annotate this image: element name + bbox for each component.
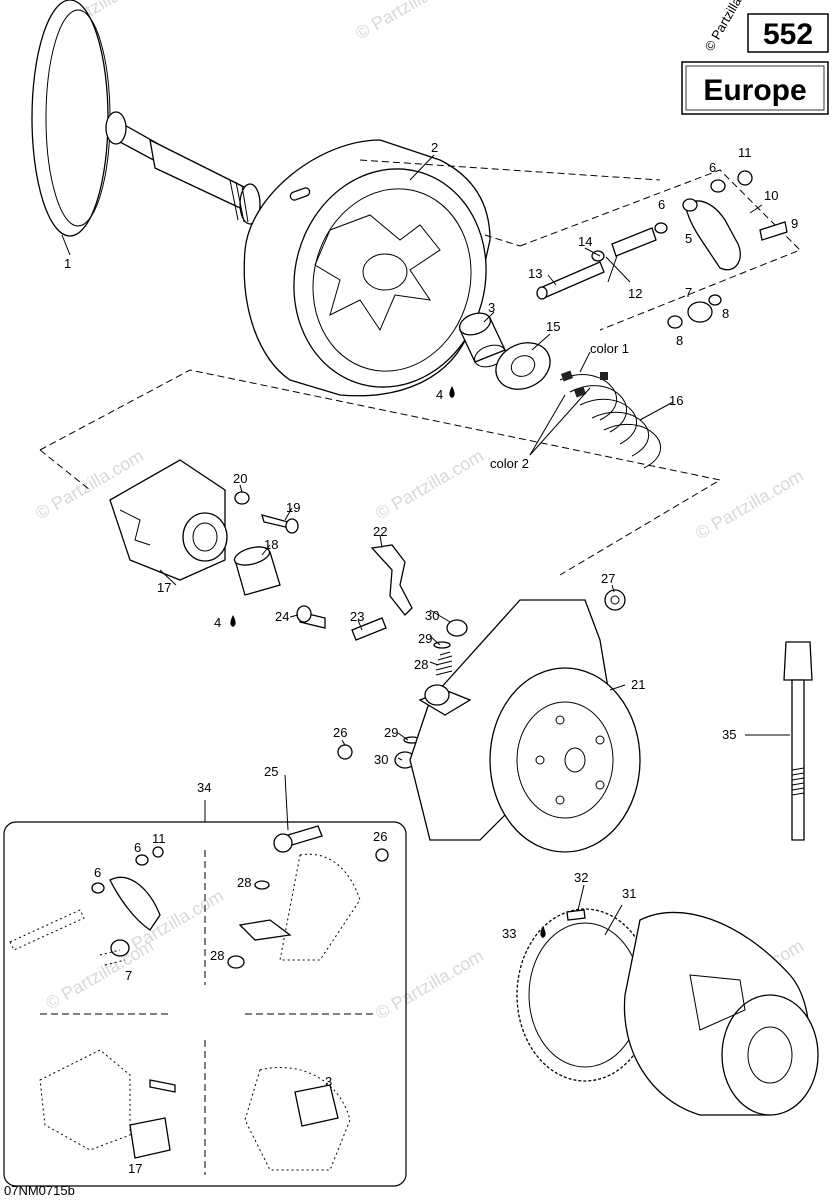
page-header: © Partzilla 552 Europe	[681, 0, 829, 115]
callout-2: 2	[431, 140, 438, 155]
callout-8: 8	[722, 306, 729, 321]
callout-21: 21	[631, 677, 645, 692]
part-35-bolt	[783, 641, 813, 841]
callout-33: 33	[502, 926, 516, 941]
region-label: Europe	[703, 74, 806, 107]
callout-4: 4	[436, 387, 443, 402]
watermark: © Partzilla.com	[372, 445, 487, 523]
callout-27: 27	[601, 571, 615, 586]
part-27-nut	[604, 589, 626, 611]
callout-17: 17	[157, 580, 171, 595]
label-color-2: color 2	[490, 456, 529, 471]
callout-19: 19	[286, 500, 300, 515]
part-25-screw	[273, 825, 323, 853]
callout-4: 4	[214, 615, 221, 630]
watermark: © Partzilla.com	[372, 945, 487, 1023]
callout-35: 35	[722, 727, 736, 742]
callout-30: 30	[425, 608, 439, 623]
part-32-screw	[566, 909, 586, 921]
lubricant-icons	[230, 386, 546, 938]
kit-34-box	[3, 800, 407, 1187]
callout-7: 7	[685, 285, 692, 300]
kit-callout-6: 6	[134, 840, 141, 855]
callout-29: 29	[418, 631, 432, 646]
grease-drop-icon	[449, 386, 455, 398]
part-26-washer	[337, 744, 353, 760]
kit-callout-28: 28	[210, 948, 224, 963]
callout-22: 22	[373, 524, 387, 539]
callout-23: 23	[350, 609, 364, 624]
callout-26: 26	[333, 725, 347, 740]
callout-25: 25	[264, 764, 278, 779]
kit-callout-28: 28	[237, 875, 251, 890]
loctite-drop-icon	[540, 926, 546, 938]
callout-12: 12	[628, 286, 642, 301]
kit-callout-labels: 6 11 6 7 26 28 28 3 17	[94, 829, 387, 1176]
callout-5: 5	[685, 231, 692, 246]
drive-pulley-housing	[623, 911, 819, 1116]
part-1-fixed-sheave	[31, 0, 301, 237]
part-17-cam	[109, 459, 228, 581]
callout-32: 32	[574, 870, 588, 885]
callout-29: 29	[384, 725, 398, 740]
part-2-sliding-sheave	[243, 139, 661, 397]
drawing-code: 07NM0715b	[4, 1183, 75, 1198]
part-18-bushing	[233, 546, 281, 596]
part-23-pin	[351, 617, 387, 641]
callout-30: 30	[374, 752, 388, 767]
part-22-flyweight	[370, 544, 413, 616]
kit-callout-6: 6	[94, 865, 101, 880]
callout-13: 13	[528, 266, 542, 281]
grease-drop-icon	[230, 615, 236, 627]
part-3-bushing	[458, 312, 506, 368]
callout-9: 9	[791, 216, 798, 231]
label-color-1: color 1	[590, 341, 629, 356]
part-20-washer	[234, 491, 250, 505]
watermark: © Partzilla.com	[692, 465, 807, 543]
callout-6: 6	[658, 197, 665, 212]
callout-31: 31	[622, 886, 636, 901]
callout-labels: 1 2 3 4 4 5 6 6 7 8 8 9 10 11 12 13 14 1…	[64, 140, 798, 941]
callout-3: 3	[488, 300, 495, 315]
callout-8: 8	[676, 333, 683, 348]
callout-18: 18	[264, 537, 278, 552]
watermark: © Partzilla.com	[352, 0, 467, 43]
leader-lines	[61, 154, 790, 936]
part-15-spring-seat	[495, 342, 551, 390]
region-box	[681, 61, 829, 115]
part-24-screw	[296, 605, 326, 629]
callout-20: 20	[233, 471, 247, 486]
part-21-spider	[409, 599, 641, 853]
part-30-cap	[394, 619, 468, 769]
copyright-mark: © Partzilla	[702, 0, 745, 54]
callout-15: 15	[546, 319, 560, 334]
part-16-spring	[559, 370, 662, 469]
lever-assembly	[536, 170, 788, 329]
part-19-screw	[261, 514, 299, 534]
page-number: 552	[763, 18, 813, 51]
kit-callout-7: 7	[125, 968, 132, 983]
kit-callout-11: 11	[152, 831, 166, 846]
callout-14: 14	[578, 234, 592, 249]
kit-callout-26: 26	[373, 829, 387, 844]
callout-1: 1	[64, 256, 71, 271]
callout-6: 6	[709, 160, 716, 175]
callout-11: 11	[738, 145, 752, 160]
callout-24: 24	[275, 609, 289, 624]
page-number-box	[747, 13, 829, 53]
callout-34: 34	[197, 780, 211, 795]
callout-28: 28	[414, 657, 428, 672]
kit-callout-17: 17	[128, 1161, 142, 1176]
part-28-spring	[435, 651, 453, 676]
callout-10: 10	[764, 188, 778, 203]
callout-16: 16	[669, 393, 683, 408]
kit-callout-3: 3	[325, 1074, 332, 1089]
